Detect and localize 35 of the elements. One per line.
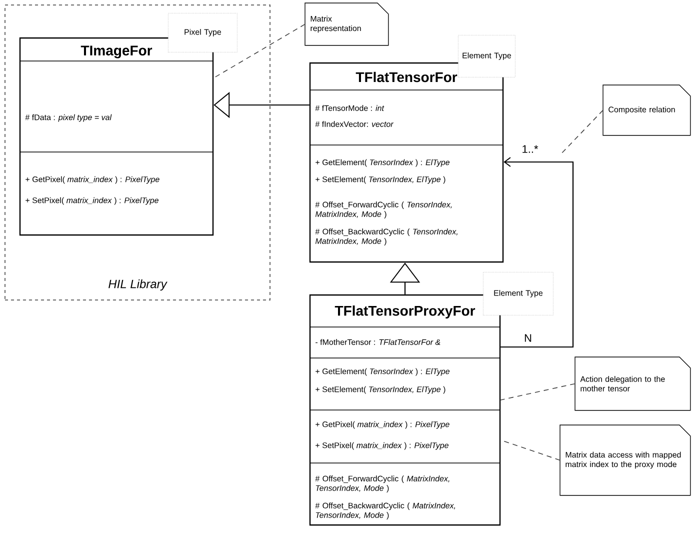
class-box bbox=[309, 62, 504, 263]
class-name: TImageFor bbox=[80, 46, 152, 58]
arrow bbox=[500, 157, 574, 348]
class-box bbox=[309, 294, 501, 526]
leader-line bbox=[500, 383, 576, 400]
class-box bbox=[19, 37, 214, 236]
class-name: TFlatTensorProxyFor bbox=[334, 305, 476, 319]
member-text: - fMotherTensor : TFlatTensorFor & bbox=[316, 339, 440, 345]
member-text: + SetPixel( matrix_index ) : PixelType bbox=[26, 197, 158, 205]
class-name: TFlatTensorFor bbox=[356, 72, 458, 82]
note-box: Matrix data access with mapped matrix index to the proxy mode bbox=[560, 424, 691, 496]
template-parameter-box: Pixel Type bbox=[168, 13, 238, 52]
member-text: + SetElement( TensorIndex, ElType ) bbox=[316, 176, 446, 184]
template-parameter-box: Element Type bbox=[458, 35, 516, 78]
member-text: # fData : pixel type = val bbox=[25, 114, 112, 122]
multiplicity-label: N bbox=[524, 334, 532, 342]
member-text: # Offset_ForwardCyclic ( TensorIndex, MatrixIndex, Mode ) bbox=[315, 202, 452, 218]
member-text: # fIndexVector: vector bbox=[315, 121, 394, 127]
leader-line bbox=[560, 110, 604, 156]
leader-line bbox=[213, 24, 306, 78]
member-text: # fTensorMode : int bbox=[315, 105, 384, 111]
note-box: Action delegation to the mother tensor bbox=[574, 356, 691, 411]
multiplicity-label: 1..* bbox=[520, 144, 540, 154]
member-text: + GetPixel( matrix_index ) : PixelType bbox=[316, 421, 450, 429]
member-text: + GetElement( TensorIndex ) : ElType bbox=[316, 368, 450, 376]
member-text: # Offset_BackwardCyclic ( MatrixIndex, TensorIndex, Mode ) bbox=[315, 502, 456, 520]
note-box: Matrix representation bbox=[304, 2, 389, 46]
member-text: # Offset_BackwardCyclic ( TensorIndex, MatrixIndex, Mode ) bbox=[315, 228, 458, 246]
member-text: + GetPixel( matrix_index ) : PixelType bbox=[26, 176, 160, 184]
template-parameter-box: Element Type bbox=[483, 272, 554, 316]
member-text: + SetElement( TensorIndex, ElType ) bbox=[316, 386, 446, 394]
member-text: # Offset_ForwardCyclic ( MatrixIndex, TensorIndex, Mode ) bbox=[315, 476, 450, 492]
member-text: + SetPixel( matrix_index ) : PixelType bbox=[316, 442, 448, 450]
note-box: Composite relation bbox=[602, 84, 691, 136]
member-text: + GetElement( TensorIndex ) : ElType bbox=[316, 159, 450, 167]
